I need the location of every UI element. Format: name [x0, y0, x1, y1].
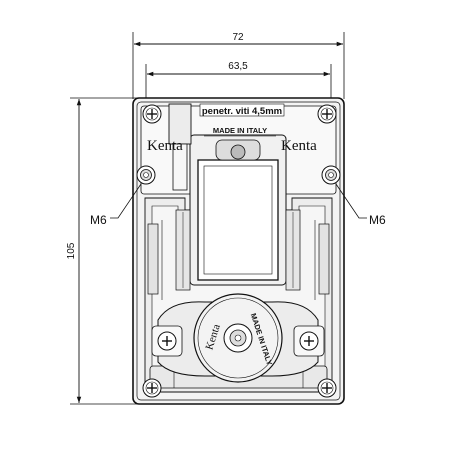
made-in-italy-label: MADE IN ITALY [213, 126, 267, 135]
screw-bottom-right-icon [317, 378, 337, 398]
dimension-height-label: 105 [66, 242, 77, 259]
dimension-width-label: 72 [232, 32, 244, 43]
mounting-hole-left-icon [136, 165, 156, 185]
dimension-hole-spacing: 63,5 [145, 61, 332, 100]
thread-callout-right: M6 [369, 213, 386, 227]
dimension-height: 105 [66, 97, 140, 405]
brand-logo-right: Kenta [281, 138, 317, 154]
rotor-disc [193, 293, 283, 383]
note-label-frame [199, 103, 285, 117]
mounting-hole-right-icon [321, 165, 341, 185]
screw-penetration-note: penetr. viti 4,5mm [202, 106, 282, 117]
dimension-hole-spacing-label: 63,5 [228, 61, 248, 72]
callout-right: M6 [335, 183, 386, 227]
thread-callout-left: M6 [90, 213, 107, 227]
callout-left: M6 [90, 183, 142, 227]
screw-bottom-left-icon [142, 378, 162, 398]
flange-screw-left-icon [157, 331, 177, 351]
dimension-width: 72 [132, 32, 345, 99]
screw-top-right-icon [317, 104, 337, 124]
flange-screw-right-icon [299, 331, 319, 351]
screw-top-left-icon [142, 104, 162, 124]
brand-logo-left: Kenta [147, 138, 183, 154]
coil-assembly [175, 134, 301, 291]
terminal-bracket [168, 103, 192, 191]
